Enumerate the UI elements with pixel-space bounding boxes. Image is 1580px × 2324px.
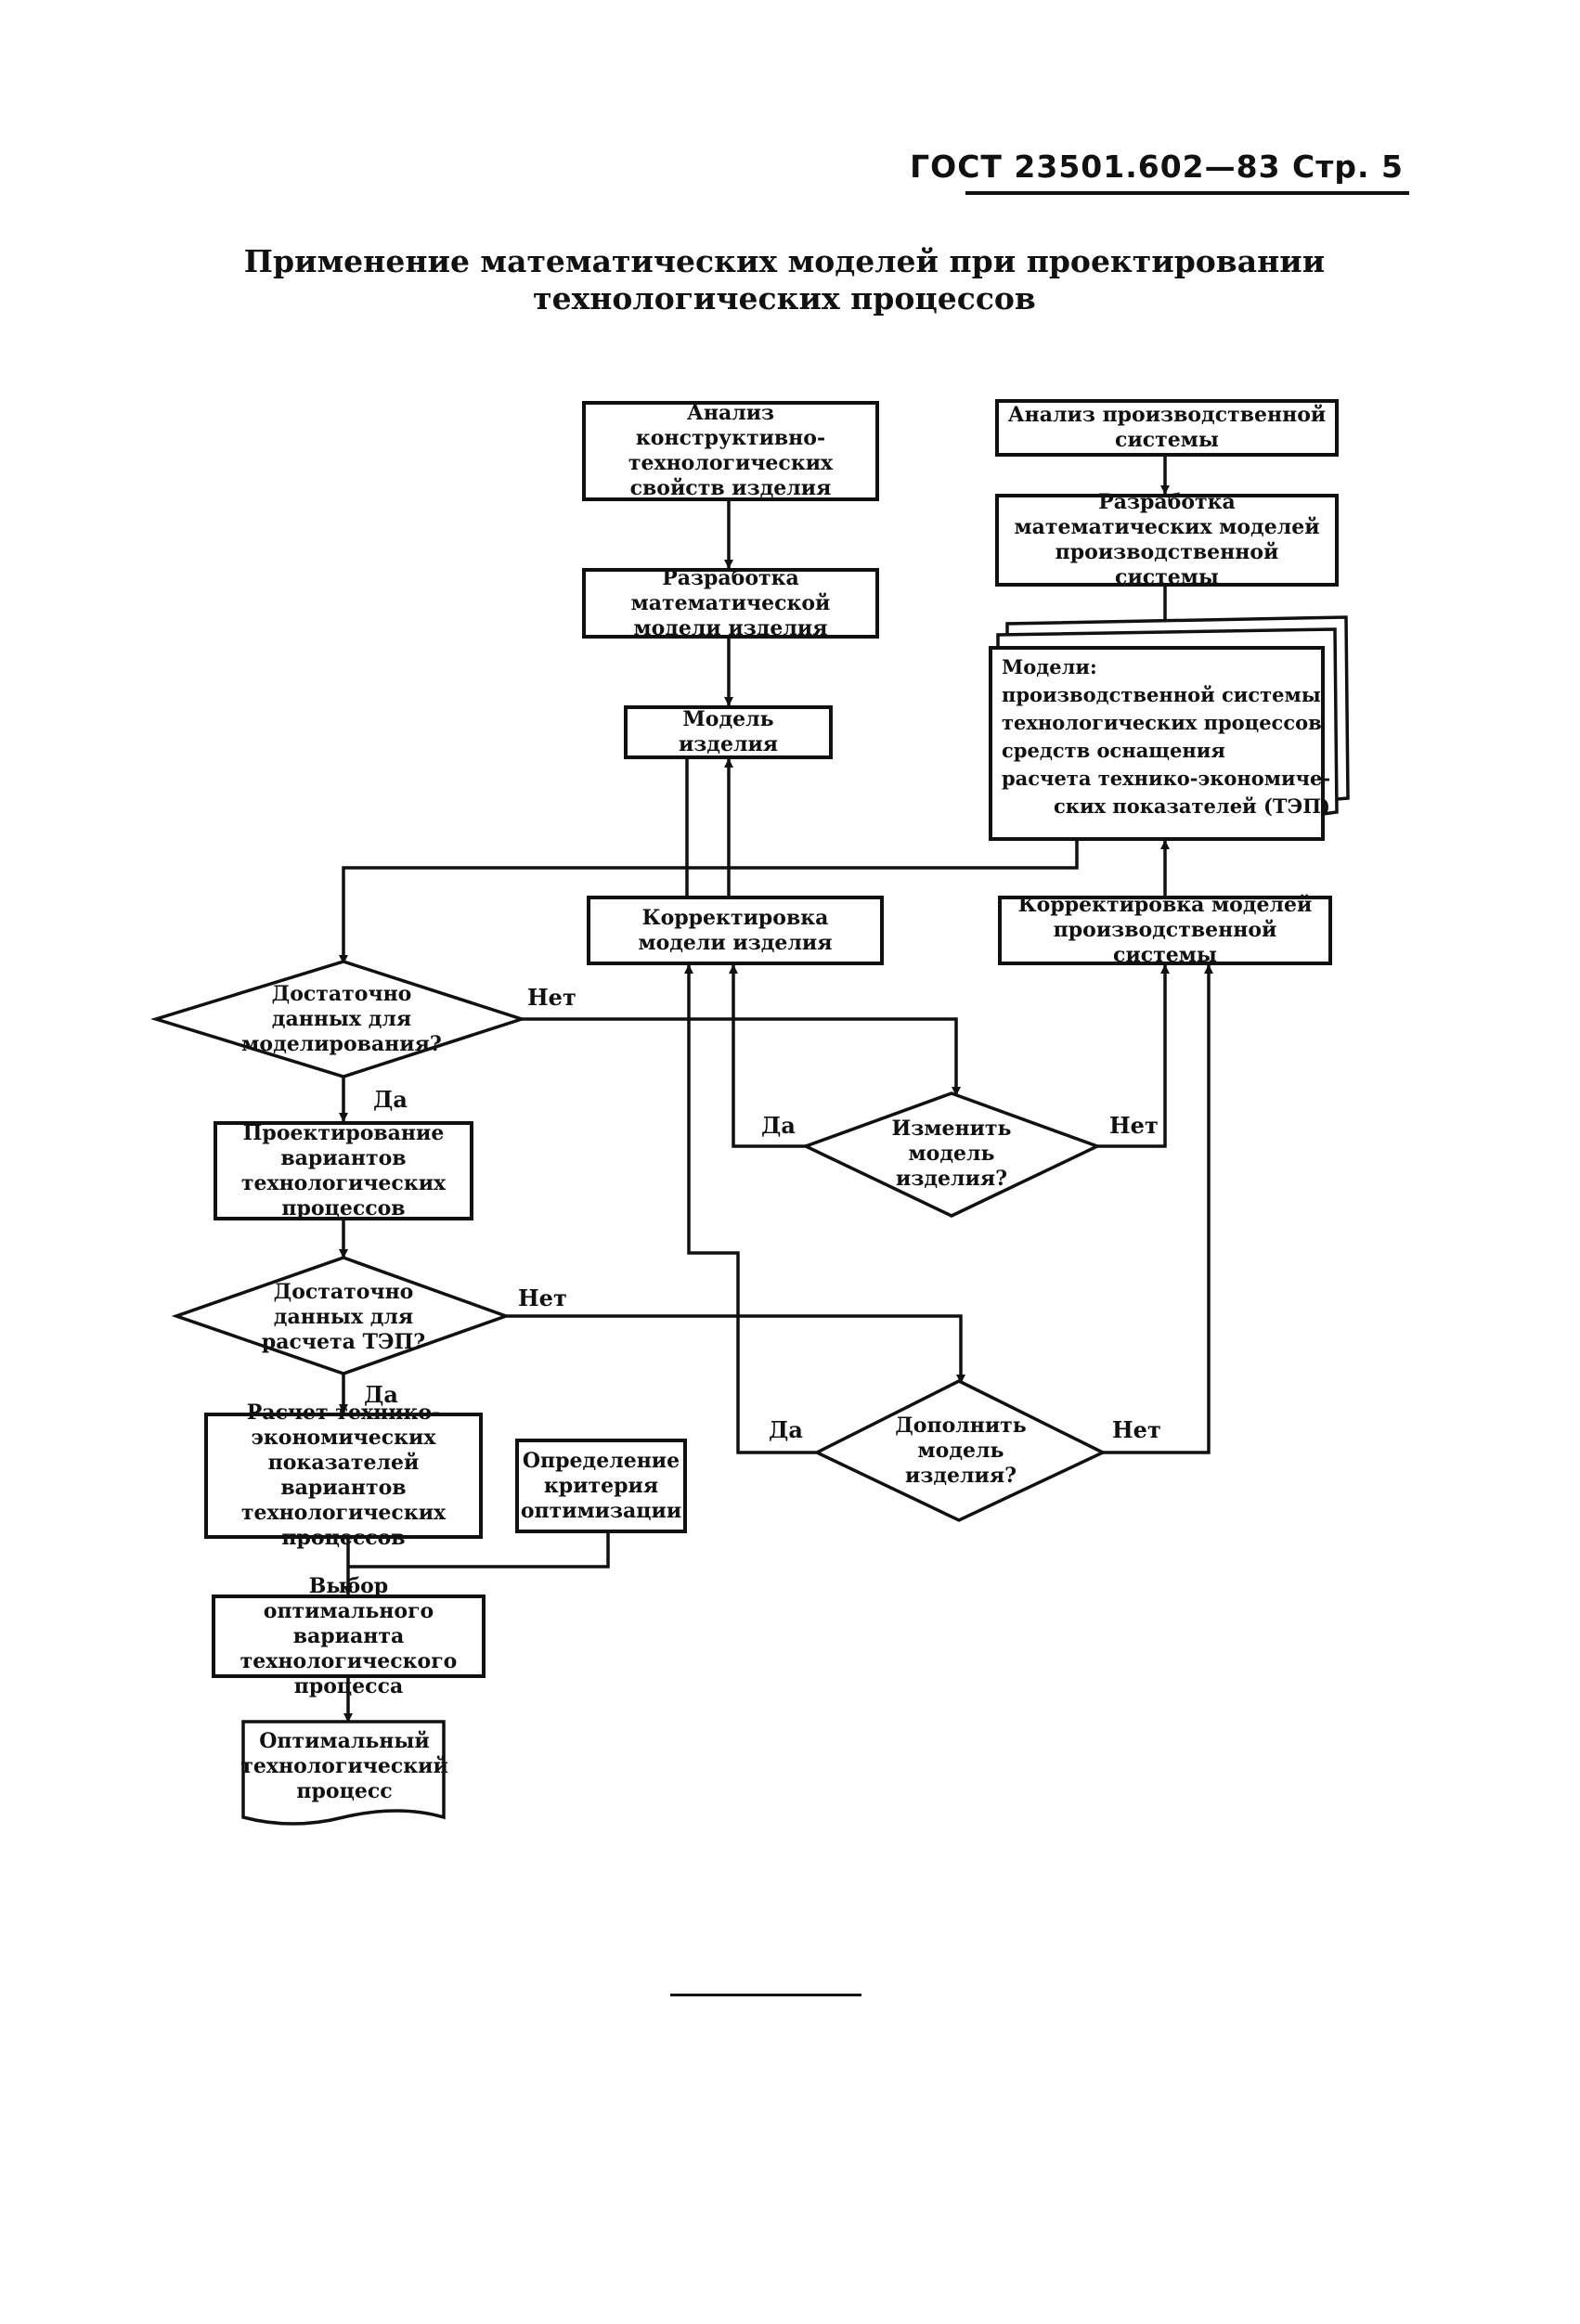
models-item: средств оснащения (1002, 739, 1225, 762)
node-result: Оптимальный технологический процесс (240, 1728, 448, 1803)
edge-d4-no (1103, 964, 1213, 1454)
label-no: Нет (518, 1285, 567, 1311)
edge-d2-no (1097, 964, 1170, 1148)
edge-d3-no (506, 1314, 965, 1384)
header-rule (965, 191, 1409, 195)
edge-models-to-decision1 (339, 835, 1079, 964)
edge-d4-yes (684, 964, 817, 1454)
decision-change-model: Изменить модель изделия? (891, 1116, 1012, 1191)
models-item: расчета технико-экономиче- (1002, 767, 1331, 790)
models-title: Модели: (1002, 655, 1097, 678)
node-design-variants: Проектирование вариантов технологических… (214, 1121, 473, 1220)
node-select-optimal: Выбор оптимального варианта технологичес… (212, 1574, 486, 1698)
label-yes: Да (761, 1112, 796, 1139)
decision-enough-tep: Достаточно данных для расчета ТЭП? (261, 1279, 426, 1354)
node-models: Модели: производственной системы техноло… (989, 646, 1331, 841)
decision-extend-model: Дополнить модель изделия? (895, 1413, 1027, 1488)
node-correct-system-models: Корректировка моделей производственной с… (998, 893, 1332, 967)
models-item: ских показателей (ТЭП) (1054, 794, 1330, 818)
node-criterion: Определение критерия оптимизации (515, 1439, 687, 1533)
page-header: ГОСТ 23501.602—83 Стр. 5 (910, 148, 1404, 185)
page-title: Применение математических моделей при пр… (243, 243, 1326, 316)
node-dev-system-models: Разработка математических моделей произв… (995, 490, 1339, 589)
edge-criterion-to-select (348, 1533, 610, 1569)
decision-extend-model-shape (813, 1379, 1107, 1522)
edge-d1-no (522, 1017, 961, 1096)
decision-enough-modeling: Достаточно данных для моделирования? (241, 981, 442, 1056)
node-analysis-system: Анализ производственной системы (995, 399, 1339, 457)
decision-enough-tep-shape (171, 1256, 512, 1375)
label-no: Нет (1112, 1416, 1161, 1443)
node-product-model: Модель изделия (624, 705, 833, 759)
decision-enough-modeling-shape (150, 960, 527, 1078)
node-dev-product-model: Разработка математической модели изделия (582, 566, 879, 640)
result-document-shape (241, 1720, 446, 1826)
node-calc-tep: Расчет технико-экономических показателей… (204, 1401, 483, 1550)
models-item: производственной системы (1002, 683, 1321, 706)
decision-change-model-shape (801, 1091, 1102, 1218)
label-no: Нет (527, 984, 576, 1011)
edge-d2-yes (729, 964, 806, 1148)
node-analysis-product: Анализ конструктивно-технологических сво… (582, 401, 879, 501)
label-no: Нет (1109, 1112, 1159, 1139)
label-yes: Да (769, 1416, 803, 1443)
node-correct-product-model: Корректировка модели изделия (587, 896, 884, 965)
footer-rule (670, 1994, 861, 1996)
label-yes: Да (364, 1381, 398, 1408)
label-yes: Да (373, 1086, 408, 1113)
models-item: технологических процессов (1002, 711, 1322, 734)
